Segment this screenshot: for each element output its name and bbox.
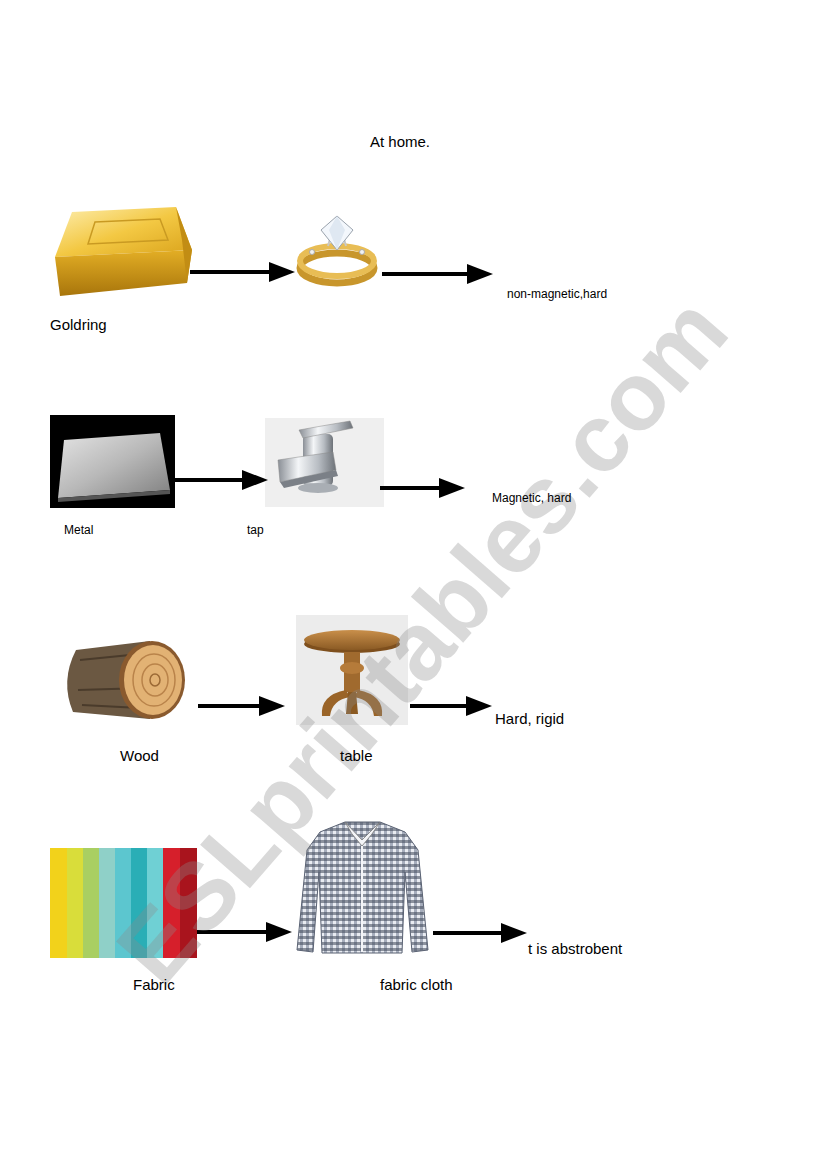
property-text: non-magnetic,hard: [507, 287, 607, 301]
item-caption: Metal: [64, 523, 93, 537]
arrow-head: [466, 696, 492, 716]
picture-node: table: [296, 615, 408, 725]
arrow-line: [198, 704, 263, 708]
property-node: Magnetic, hard: [492, 491, 571, 505]
property-node: t is abstrobent: [528, 940, 622, 958]
picture-node: Wood: [62, 640, 185, 720]
property-text: Magnetic, hard: [492, 491, 571, 505]
item-caption: tap: [247, 523, 264, 537]
arrow-line: [170, 478, 246, 482]
item-caption: Goldring: [50, 316, 107, 334]
arrow-head: [242, 470, 268, 490]
arrow-line: [190, 270, 273, 274]
arrow-connector: [380, 478, 465, 498]
item-caption: fabric cloth: [380, 976, 453, 994]
property-text: t is abstrobent: [528, 940, 622, 958]
arrow-head: [501, 923, 527, 943]
arrow-head: [269, 262, 295, 282]
picture-node: [295, 212, 380, 290]
picture-node: Fabric: [50, 848, 197, 958]
picture-node: tap: [265, 418, 384, 507]
property-node: non-magnetic,hard: [507, 287, 607, 301]
item-caption: table: [340, 747, 373, 765]
arrow-head: [266, 922, 292, 942]
arrow-connector: [382, 264, 493, 284]
picture-node: fabric cloth: [297, 820, 428, 955]
arrow-head: [467, 264, 493, 284]
arrow-line: [380, 486, 443, 490]
watermark: ESLprintables.com: [101, 280, 744, 999]
item-caption: Wood: [120, 747, 159, 765]
property-text: Hard, rigid: [495, 710, 564, 728]
arrow-connector: [190, 262, 295, 282]
arrow-line: [433, 931, 505, 935]
page-title: At home.: [370, 133, 430, 151]
arrow-head: [259, 696, 285, 716]
property-node: Hard, rigid: [495, 710, 564, 728]
arrow-connector: [198, 696, 285, 716]
arrow-connector: [433, 923, 527, 943]
picture-node: Goldring: [55, 208, 192, 297]
arrow-connector: [170, 470, 268, 490]
arrow-head: [439, 478, 465, 498]
item-caption: Fabric: [133, 976, 175, 994]
arrow-line: [382, 272, 471, 276]
picture-node: Metal: [50, 415, 175, 508]
